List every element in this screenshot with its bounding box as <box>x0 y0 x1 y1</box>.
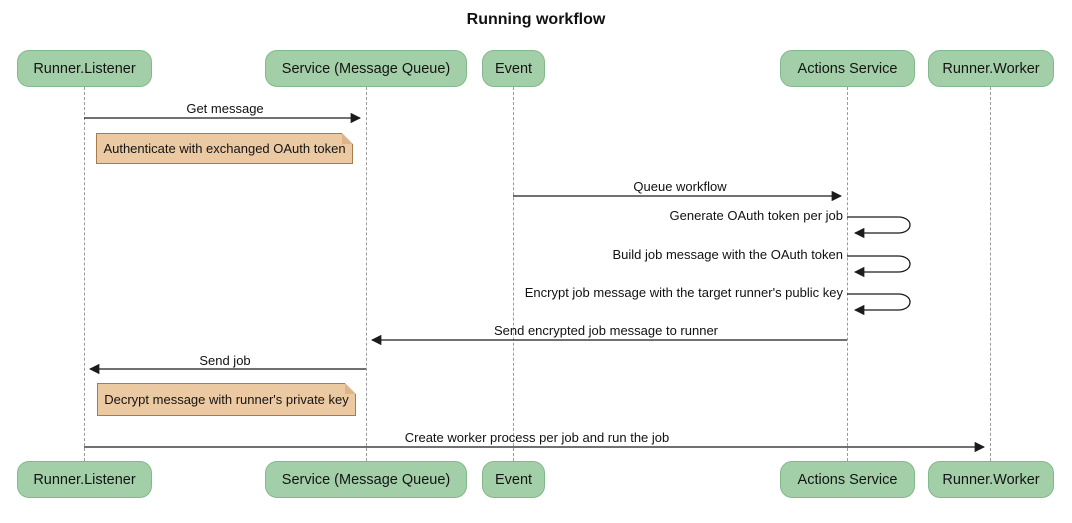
lifeline-service-message-queue <box>366 87 367 461</box>
actor-bottom-event: Event <box>482 461 545 498</box>
note-decrypt-private-key: Decrypt message with runner's private ke… <box>97 383 356 416</box>
actor-top-runner-listener: Runner.Listener <box>17 50 152 87</box>
message-label-send-job: Send job <box>199 353 251 368</box>
self-loop-encrypt-job-message <box>847 293 911 316</box>
actor-top-service-message-queue: Service (Message Queue) <box>265 50 467 87</box>
actor-top-event: Event <box>482 50 545 87</box>
lifeline-runner-worker <box>990 87 991 461</box>
self-loop-build-job-message <box>847 255 911 278</box>
actor-top-runner-worker: Runner.Worker <box>928 50 1054 87</box>
note-authenticate-oauth: Authenticate with exchanged OAuth token <box>96 133 353 164</box>
actor-bottom-runner-worker: Runner.Worker <box>928 461 1054 498</box>
message-label-encrypt-job-message: Encrypt job message with the target runn… <box>524 285 843 300</box>
message-label-generate-oauth-token: Generate OAuth token per job <box>669 208 843 223</box>
diagram-title: Running workflow <box>466 11 606 28</box>
actor-bottom-actions-service: Actions Service <box>780 461 915 498</box>
self-loop-generate-oauth-token <box>847 216 911 239</box>
message-label-send-encrypted-job-message: Send encrypted job message to runner <box>493 323 719 338</box>
message-label-create-worker-process: Create worker process per job and run th… <box>404 430 670 445</box>
lifeline-event <box>513 87 514 461</box>
message-label-build-job-message: Build job message with the OAuth token <box>612 247 843 262</box>
lifeline-actions-service <box>847 87 848 461</box>
message-label-get-message: Get message <box>186 101 264 116</box>
actor-top-actions-service: Actions Service <box>780 50 915 87</box>
actor-bottom-runner-listener: Runner.Listener <box>17 461 152 498</box>
message-label-queue-workflow: Queue workflow <box>633 179 727 194</box>
actor-bottom-service-message-queue: Service (Message Queue) <box>265 461 467 498</box>
lifeline-runner-listener <box>84 87 85 461</box>
